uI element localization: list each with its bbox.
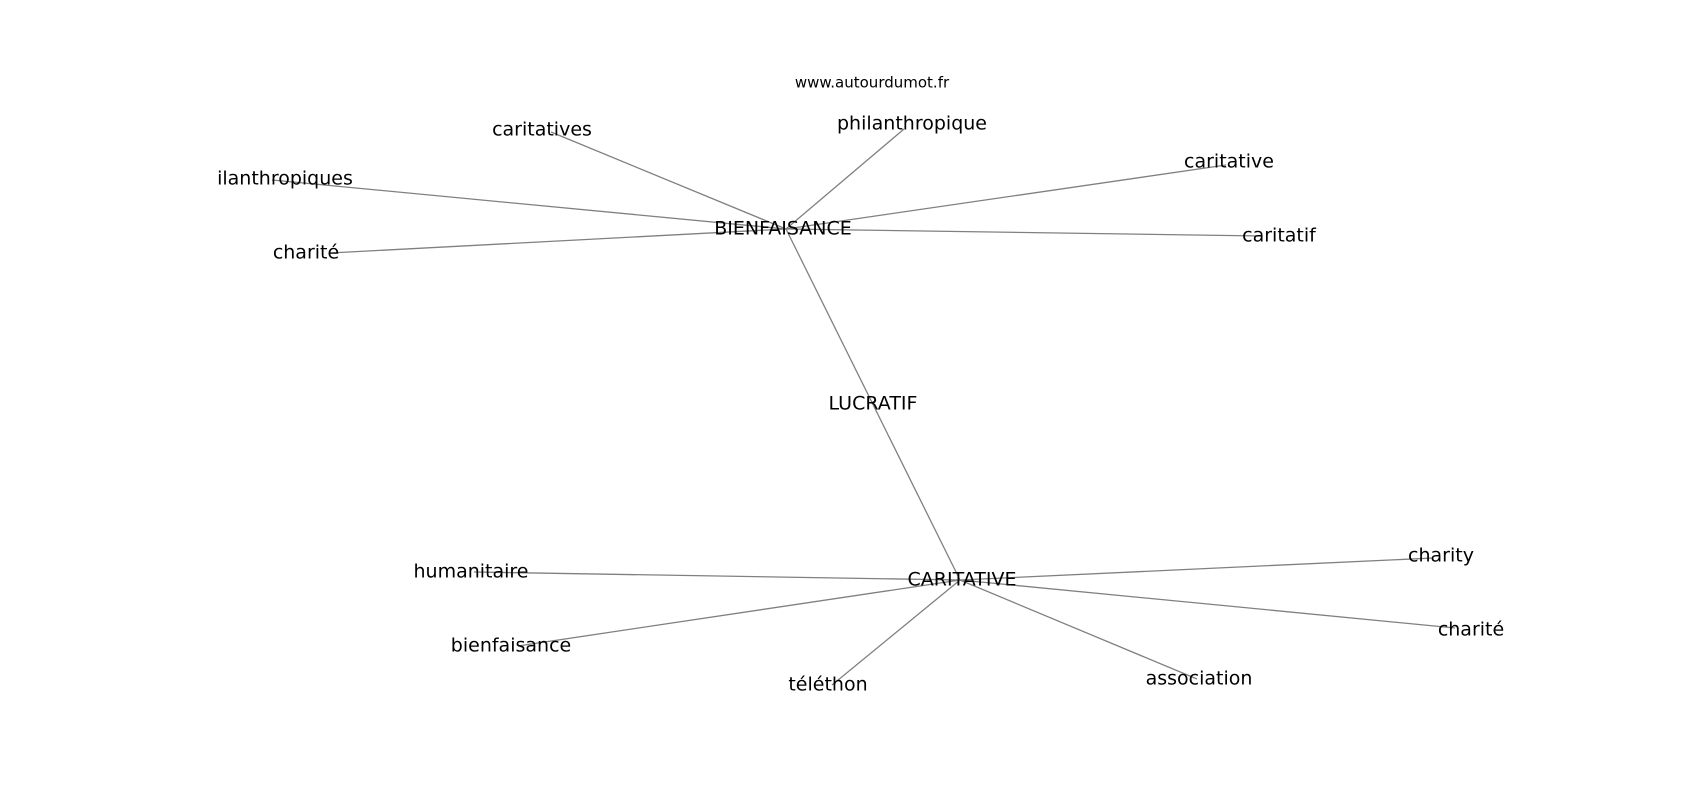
- graph-edges: [271, 128, 1456, 686]
- edge-caritative-hub-association: [959, 579, 1198, 680]
- node-bienfaisance[interactable]: bienfaisance: [451, 635, 571, 657]
- edge-caritative-hub-bienfaisance: [517, 579, 961, 647]
- edge-bienfaisance-hub-ilanthropiques: [271, 179, 787, 230]
- node-lucratif[interactable]: LUCRATIF: [829, 393, 918, 415]
- node-telethon[interactable]: téléthon: [788, 674, 867, 696]
- node-caritatif[interactable]: caritatif: [1242, 225, 1317, 247]
- node-bienfaisance-hub[interactable]: BIENFAISANCE: [714, 218, 852, 240]
- node-caritatives[interactable]: caritatives: [492, 119, 592, 141]
- node-charite-top[interactable]: charité: [273, 242, 339, 264]
- edge-bienfaisance-hub-philanthropique: [785, 128, 905, 230]
- edge-caritative-hub-humanitaire: [473, 571, 961, 581]
- edge-bienfaisance-hub-caritative-hub: [785, 228, 961, 581]
- edge-caritative-hub-telethon: [831, 579, 961, 686]
- edge-bienfaisance-hub-charite-top: [329, 228, 787, 254]
- node-philanthropique[interactable]: philanthropique: [837, 113, 987, 135]
- node-charite-bottom[interactable]: charité: [1438, 619, 1504, 641]
- node-caritative-hub[interactable]: CARITATIVE: [908, 569, 1017, 591]
- node-association[interactable]: association: [1146, 668, 1253, 690]
- edge-bienfaisance-hub-caritative: [785, 164, 1227, 230]
- node-humanitaire[interactable]: humanitaire: [413, 561, 528, 583]
- edge-bienfaisance-hub-caritatif: [785, 228, 1263, 237]
- node-charity[interactable]: charity: [1408, 545, 1474, 567]
- node-ilanthropiques[interactable]: ilanthropiques: [217, 168, 353, 190]
- graph-labels: LUCRATIF BIENFAISANCE CARITATIVE caritat…: [217, 113, 1504, 696]
- site-url: www.autourdumot.fr: [795, 74, 950, 92]
- edge-caritative-hub-charite-bottom: [959, 579, 1456, 629]
- edge-caritative-hub-charity: [959, 557, 1434, 581]
- node-caritative[interactable]: caritative: [1184, 151, 1274, 173]
- edge-bienfaisance-hub-caritatives: [550, 131, 787, 230]
